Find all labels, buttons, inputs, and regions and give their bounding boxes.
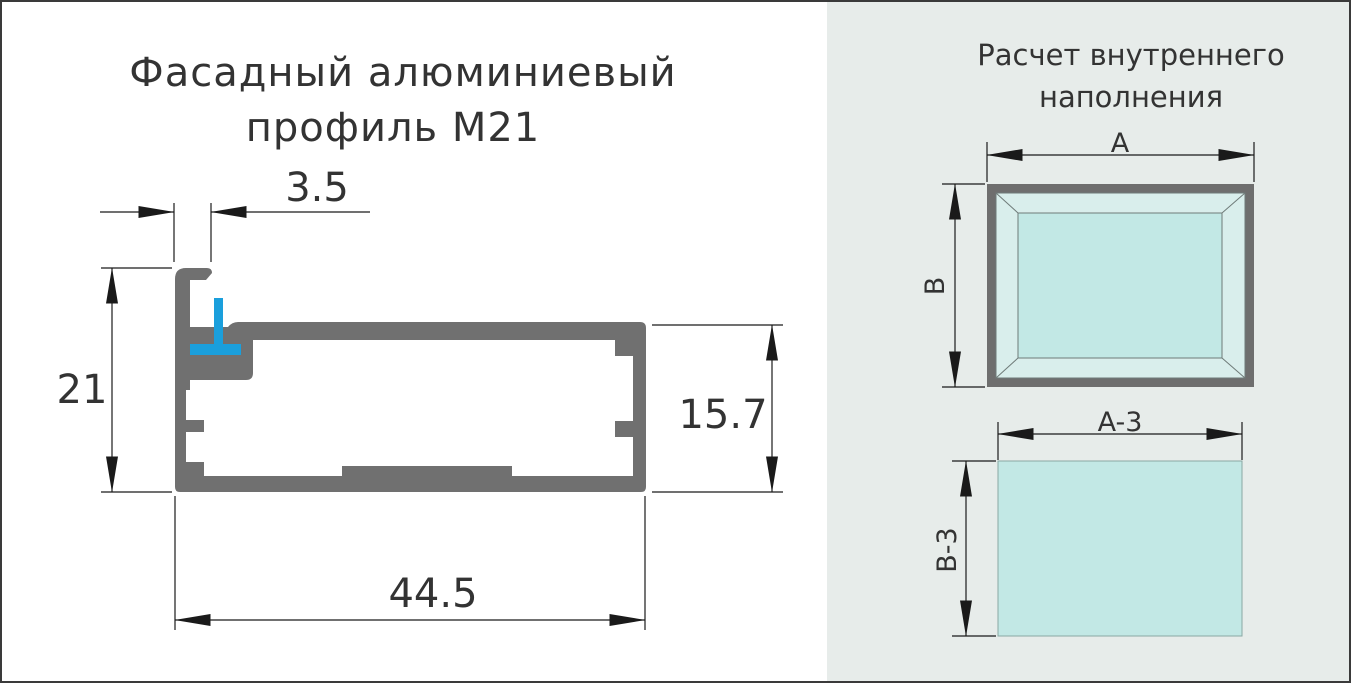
profile-body xyxy=(175,268,646,492)
fill-calculation-title-line1: Расчет внутреннего xyxy=(977,38,1284,72)
profile-title-line2: профиль М21 xyxy=(246,105,540,151)
body-height-dimension xyxy=(652,324,783,493)
lip-width-dimension xyxy=(100,203,370,262)
frame-width-label: A xyxy=(1111,128,1130,159)
fill-height-label: B-3 xyxy=(932,527,963,572)
fill-height-dimension xyxy=(952,460,996,637)
total-height-label: 21 xyxy=(57,367,108,413)
frame-height-dimension xyxy=(942,183,985,388)
profile-title-line1: Фасадный алюминиевый xyxy=(129,50,676,96)
lip-width-label: 3.5 xyxy=(285,165,349,211)
seal-strip xyxy=(190,298,241,355)
total-width-label: 44.5 xyxy=(388,571,477,617)
profile-cross-section xyxy=(175,268,646,492)
total-width-dimension xyxy=(174,496,646,630)
total-height-dimension xyxy=(101,267,172,493)
fill-width-dimension xyxy=(997,422,1243,460)
framed-glass xyxy=(987,184,1254,387)
glass-pane xyxy=(1017,212,1223,359)
fill-calculation-title-line2: наполнения xyxy=(1039,80,1223,114)
frame-width-dimension xyxy=(986,142,1255,182)
frame-height-label: B xyxy=(920,277,951,296)
fill-panel xyxy=(997,460,1243,637)
body-height-label: 15.7 xyxy=(678,392,767,438)
fill-width-label: A-3 xyxy=(1098,407,1143,438)
